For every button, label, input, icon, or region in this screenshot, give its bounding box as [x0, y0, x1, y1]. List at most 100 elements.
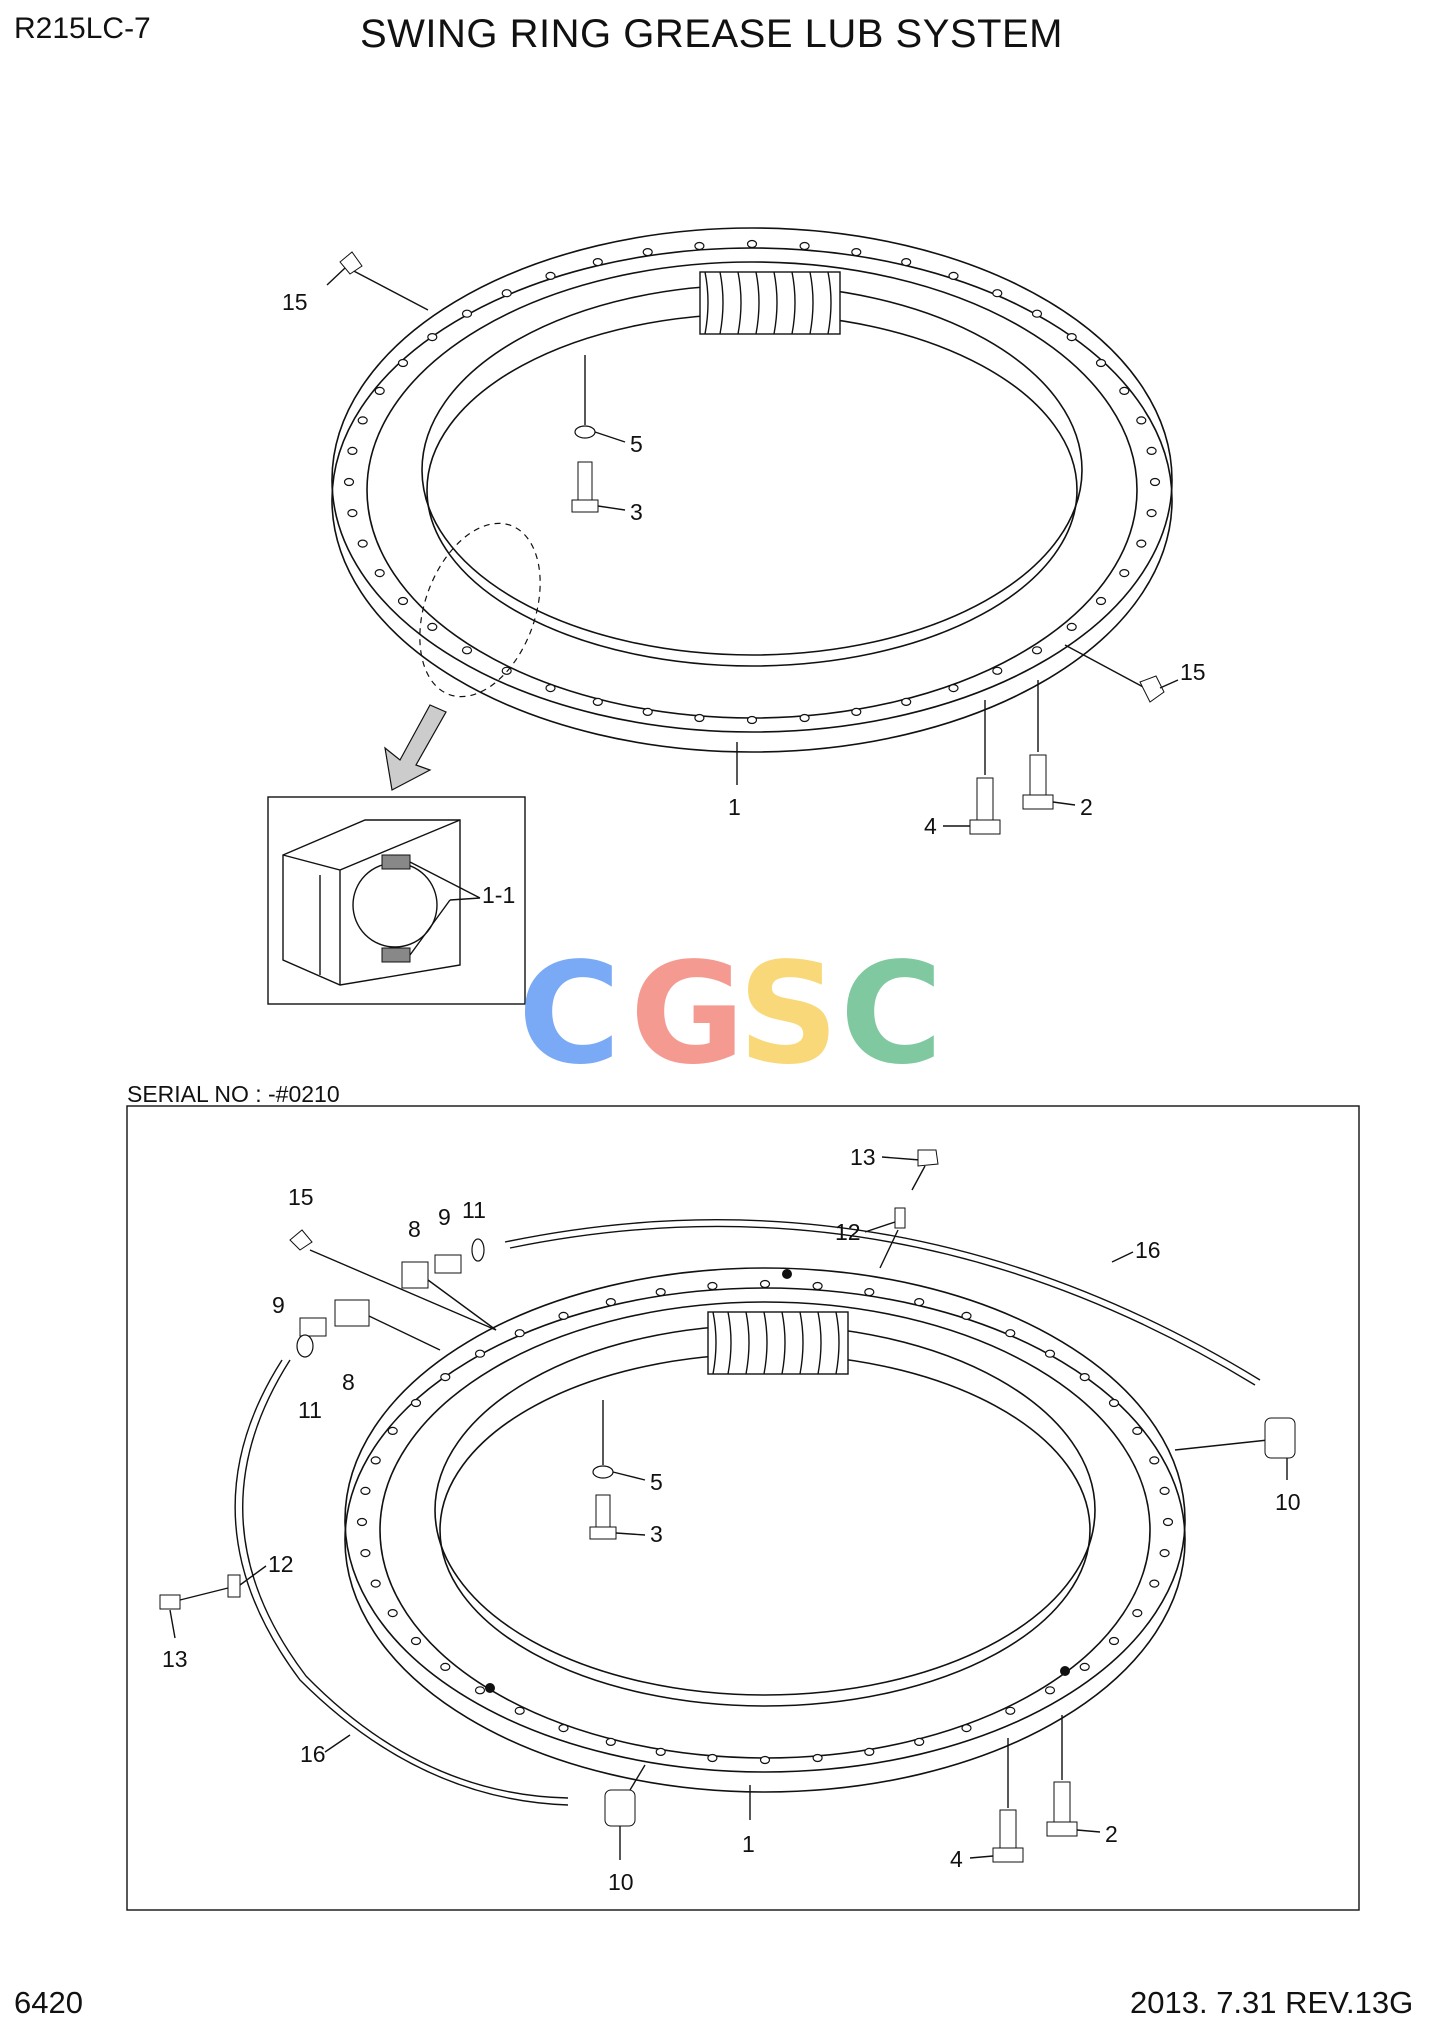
bolt-hole: [1136, 416, 1147, 425]
bolt-hole: [474, 1349, 486, 1358]
page-number: 6420: [14, 1985, 83, 2020]
bolt-hole: [374, 568, 385, 578]
bolt-hole: [357, 416, 368, 425]
bolt-hole: [1044, 1686, 1056, 1695]
watermark-letter-3: S: [738, 933, 839, 1096]
bolt-hole: [992, 289, 1003, 298]
bolt-hole: [746, 715, 758, 725]
bolt-hole: [427, 622, 438, 632]
bolt-hole: [514, 1329, 525, 1338]
watermark-letter-2: G: [630, 933, 745, 1096]
callout-8-lower: 8: [342, 1369, 355, 1395]
callout-9-lower: 9: [272, 1292, 285, 1318]
bolt-hole: [1149, 1579, 1160, 1588]
bolt-hole: [1066, 333, 1077, 342]
top-callouts: 15 5 3 15 1 4 2 1-1: [282, 251, 1206, 908]
bolt-hole: [759, 1279, 771, 1289]
serial-note: SERIAL NO : -#0210: [127, 1081, 340, 1107]
callout-15-top-right: 15: [1180, 659, 1206, 685]
bolt-hole: [707, 1281, 718, 1291]
callout-3-bottom: 3: [650, 1521, 663, 1547]
callout-11-upper: 11: [462, 1197, 486, 1223]
bolt-hole: [370, 1456, 381, 1465]
bolt-hole: [1044, 1349, 1056, 1358]
bolt-hole: [397, 358, 409, 368]
top-swing-ring: [331, 227, 1173, 791]
callout-12-left: 12: [268, 1551, 294, 1577]
bolt-hole: [694, 241, 705, 251]
bolt-hole: [1146, 446, 1157, 455]
bolt-hole: [655, 1747, 666, 1757]
callout-10-right: 10: [1275, 1489, 1301, 1515]
callout-8-upper: 8: [408, 1216, 421, 1242]
callout-16-top: 16: [1135, 1237, 1161, 1263]
bolt-hole: [707, 1753, 718, 1763]
bolt-hole: [545, 683, 556, 693]
bolt-hole: [440, 1372, 451, 1382]
bolt-hole: [1079, 1372, 1090, 1382]
page-title: SWING RING GREASE LUB SYSTEM: [360, 12, 1064, 56]
bolt-hole: [1159, 1486, 1170, 1496]
bolt-hole: [1149, 1456, 1160, 1465]
callout-1-1-detail: 1-1: [482, 882, 515, 908]
bolt-hole: [655, 1287, 666, 1297]
revision-date: 2013. 7.31 REV.13G: [1130, 1985, 1414, 2020]
bolt-hole: [961, 1723, 972, 1733]
bolt-hole: [360, 1548, 371, 1558]
bolt-hole: [360, 1486, 371, 1496]
bolt-hole: [440, 1662, 451, 1672]
callout-11-lower: 11: [298, 1397, 322, 1423]
bolt-hole: [948, 271, 959, 280]
bolt-hole: [461, 309, 473, 318]
bolt-hole: [1066, 622, 1077, 632]
bolt-hole: [992, 666, 1003, 675]
callout-4-top: 4: [924, 813, 937, 839]
bolt-hole: [851, 707, 862, 717]
bolt-hole: [642, 707, 653, 717]
callout-15-bottom: 15: [288, 1184, 314, 1210]
callout-12-top: 12: [835, 1219, 861, 1245]
bolt-hole: [387, 1608, 398, 1618]
bolt-hole: [1095, 596, 1107, 606]
bolt-hole: [410, 1636, 422, 1646]
bottom-callouts: 13 12 16 15 8 9 11 9 8 11 5 3: [159, 1144, 1301, 1895]
bolt-hole: [592, 697, 603, 707]
serial-section-frame: [126, 1105, 1360, 1911]
bolt-hole: [1095, 358, 1107, 368]
callout-1-top: 1: [728, 794, 741, 820]
bolt-hole: [514, 1706, 525, 1715]
bolt-hole: [501, 289, 512, 298]
bolt-hole: [1132, 1608, 1143, 1618]
bolt-hole: [1031, 309, 1043, 318]
callout-13-left: 13: [162, 1646, 188, 1672]
callout-5-bottom: 5: [650, 1469, 663, 1495]
bolt-hole: [1108, 1398, 1120, 1408]
bolt-hole: [864, 1747, 875, 1757]
bolt-hole: [356, 1517, 368, 1527]
bolt-hole: [1005, 1329, 1016, 1338]
bolt-hole: [901, 258, 912, 267]
bolt-hole: [1146, 508, 1157, 518]
bolt-hole: [347, 446, 358, 455]
bolt-hole: [1005, 1706, 1016, 1715]
model-code: R215LC-7: [14, 12, 151, 45]
bolt-hole: [1119, 568, 1130, 578]
bolt-hole: [1136, 539, 1147, 548]
bottom-swing-ring: [234, 1219, 1261, 1806]
callout-15-top-left: 15: [282, 289, 308, 315]
bolt-hole: [343, 477, 355, 487]
bolt-hole: [1159, 1548, 1170, 1558]
watermark-letter-1: C: [518, 933, 621, 1096]
callout-2-bottom: 2: [1105, 1821, 1118, 1847]
bolt-hole: [799, 713, 810, 723]
bolt-hole: [558, 1311, 569, 1321]
callout-1-bottom: 1: [742, 1831, 755, 1857]
bolt-hole: [746, 239, 758, 249]
bolt-hole: [961, 1311, 972, 1321]
bolt-hole: [799, 241, 810, 251]
cgsc-watermark-logo: C G S C: [518, 933, 943, 1096]
callout-5-top: 5: [630, 431, 643, 457]
bolt-hole: [461, 646, 473, 655]
bolt-hole: [605, 1737, 616, 1747]
